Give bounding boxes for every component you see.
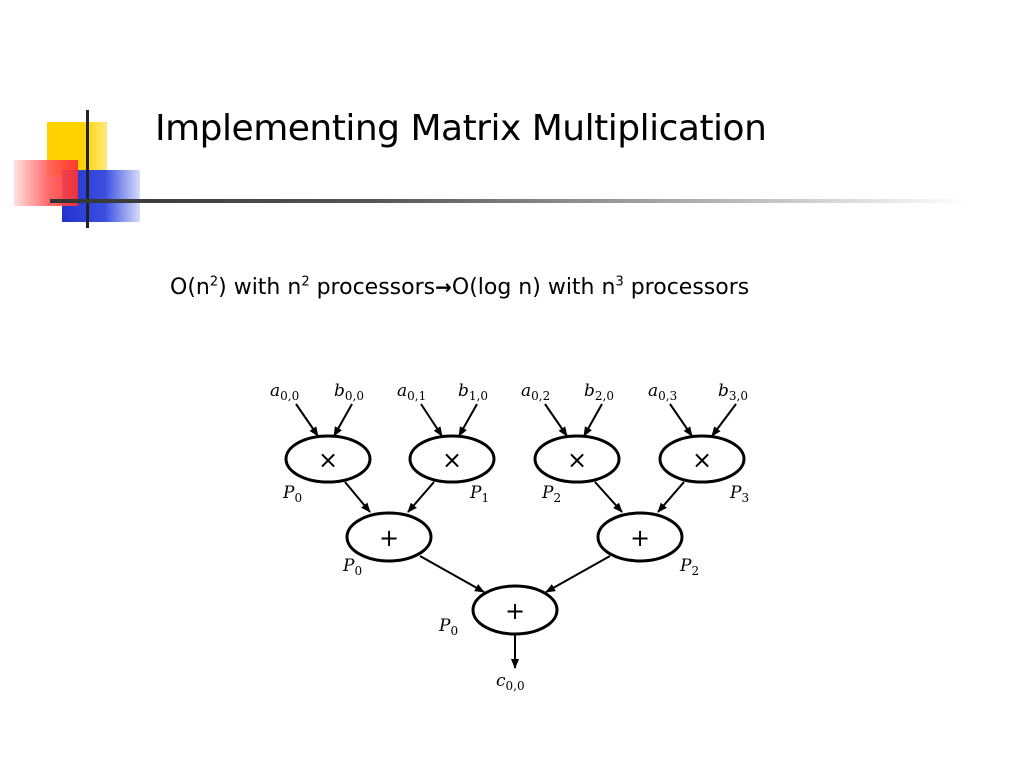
subtitle-exponent: 3	[615, 274, 624, 290]
edge-arrow	[333, 403, 353, 437]
edge-arrow	[711, 403, 737, 437]
input-label: a0,2	[521, 381, 550, 403]
edge-arrow	[594, 481, 623, 513]
subtitle-exponent: 2	[209, 274, 219, 290]
add-node	[596, 511, 684, 563]
edge-arrow	[419, 555, 485, 593]
right-arrow-icon: →	[435, 275, 452, 299]
slide-subtitle: O(n2) with n2 processors→O(log n) with n…	[170, 275, 749, 300]
multiply-symbol: ×	[567, 446, 587, 474]
subtitle-text: processors	[623, 275, 750, 300]
processor-label: P1	[469, 483, 489, 505]
edge-arrow	[295, 403, 319, 437]
subtitle-text: O(n	[170, 275, 210, 300]
input-label: a0,3	[648, 381, 677, 403]
add-symbol: +	[630, 524, 650, 552]
edge-arrow	[407, 481, 435, 513]
edge-arrow	[669, 403, 693, 437]
subtitle-text: processors	[309, 275, 436, 300]
input-label: b2,0	[584, 381, 614, 403]
edge-arrow	[657, 481, 685, 513]
subtitle-text: O(log n) with n	[451, 275, 616, 300]
multiply-symbol: ×	[692, 446, 712, 474]
multiply-node	[408, 434, 496, 484]
multiply-node	[284, 434, 372, 484]
processor-label: P2	[679, 556, 699, 578]
edge-arrow	[458, 403, 478, 437]
subtitle-exponent: 2	[301, 274, 310, 290]
output-label: c0,0	[496, 671, 525, 693]
subtitle-text: ) with n	[218, 275, 302, 300]
edge-arrow	[545, 555, 611, 593]
processor-label: P0	[282, 483, 302, 505]
processor-label: P0	[342, 556, 362, 578]
edge-arrow	[344, 481, 371, 513]
deco-vertical-line	[86, 110, 89, 228]
title-rule	[50, 199, 970, 203]
input-label: b3,0	[718, 381, 748, 403]
processor-label: P3	[729, 483, 749, 505]
add-node	[345, 511, 433, 563]
input-label: a0,0	[270, 381, 299, 403]
multiply-symbol: ×	[442, 446, 462, 474]
input-label: b1,0	[458, 381, 488, 403]
edge-arrow	[544, 403, 568, 437]
multiply-node	[533, 434, 621, 484]
input-label: a0,1	[397, 381, 426, 403]
processor-label: P0	[438, 616, 458, 638]
add-symbol: +	[505, 597, 525, 625]
multiply-node	[658, 434, 746, 484]
edge-arrow	[583, 403, 603, 437]
processor-label: P2	[541, 483, 561, 505]
deco-red-square	[14, 160, 78, 206]
slide-title: Implementing Matrix Multiplication	[155, 108, 767, 149]
input-label: b0,0	[334, 381, 364, 403]
multiply-symbol: ×	[318, 446, 338, 474]
edge-arrow	[420, 403, 443, 437]
add-symbol: +	[379, 524, 399, 552]
